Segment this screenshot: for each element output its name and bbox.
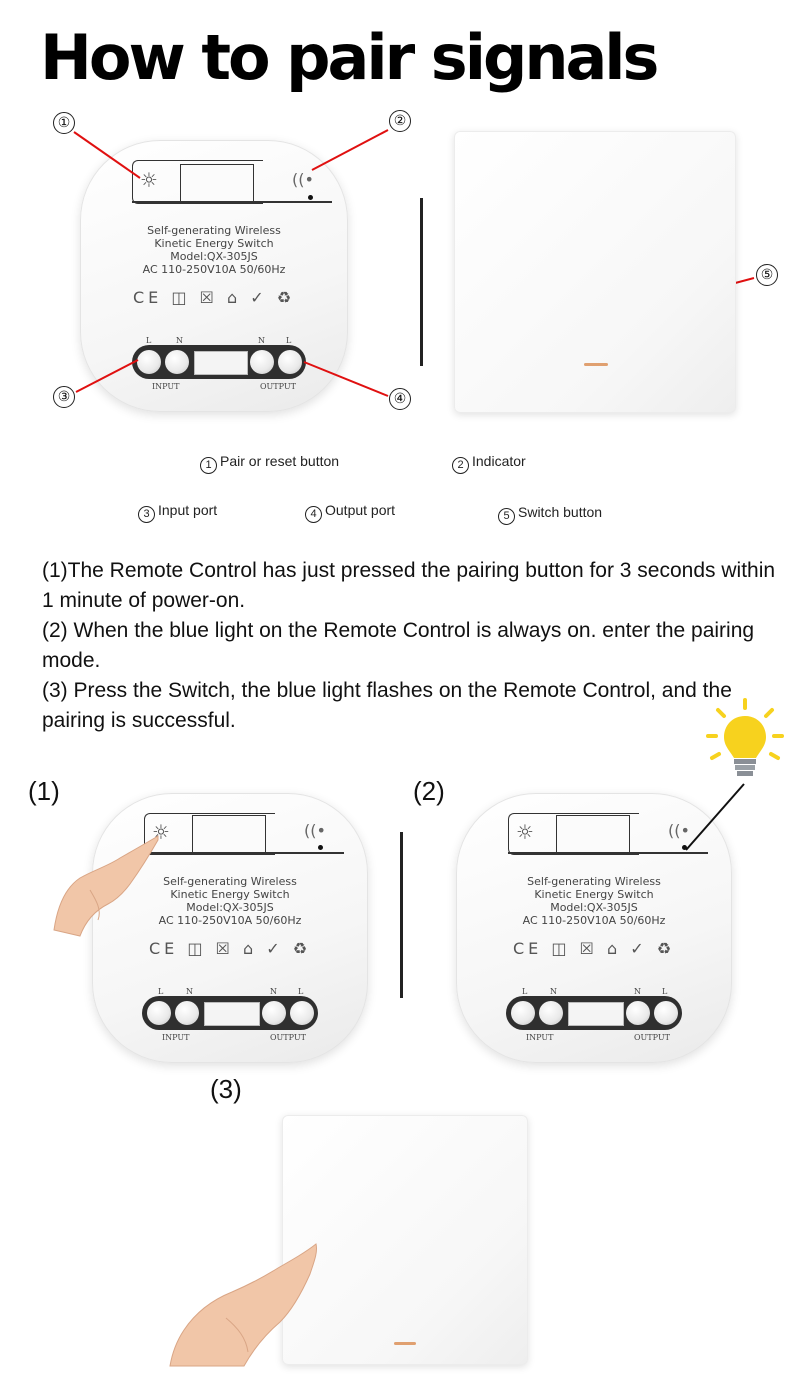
switch-led bbox=[584, 363, 608, 366]
screw-n-out bbox=[250, 350, 274, 374]
step-1-label: (1) bbox=[28, 776, 60, 806]
instruction-2: (2) When the blue light on the Remote Co… bbox=[42, 619, 755, 672]
indicator-dot bbox=[682, 845, 687, 850]
page-title: How to pair signals bbox=[40, 21, 659, 94]
indicator-dot bbox=[318, 845, 323, 850]
callout-2: ② bbox=[389, 110, 411, 132]
terminal-n-out-label: N bbox=[258, 336, 265, 345]
hand-icon bbox=[53, 835, 159, 937]
wifi-icon: ((• bbox=[304, 821, 326, 840]
device-line-3: Model:QX-305JS bbox=[170, 250, 258, 263]
terminal-block bbox=[132, 345, 306, 379]
lightbulb-icon bbox=[706, 698, 784, 776]
wifi-icon: ((• bbox=[292, 170, 314, 189]
screw-n-in bbox=[165, 350, 189, 374]
input-label: INPUT bbox=[152, 382, 180, 391]
step2-device: ☼ ((• Self-generating Wireless Kinetic E… bbox=[456, 793, 732, 1063]
step-2-label: (2) bbox=[413, 776, 445, 806]
terminal-block bbox=[506, 996, 682, 1030]
callout-5: ⑤ bbox=[756, 264, 778, 286]
wifi-icon: ((• bbox=[668, 821, 690, 840]
instruction-1: (1)The Remote Control has just pressed t… bbox=[42, 559, 776, 612]
screw-l-in bbox=[137, 350, 161, 374]
step-3-label: (3) bbox=[210, 1074, 242, 1104]
callout-1: ① bbox=[53, 112, 75, 134]
certification-icons: CE ◫ ☒ ⌂ ✓ ♻ bbox=[132, 288, 296, 307]
screw-l-out bbox=[278, 350, 302, 374]
terminal-n-label: N bbox=[176, 336, 183, 345]
pair-button-bracket bbox=[132, 160, 263, 204]
step1-device: ☼ ((• Self-generating Wireless Kinetic E… bbox=[92, 793, 368, 1063]
indicator-dot bbox=[308, 195, 313, 200]
instructions: (1)The Remote Control has just pressed t… bbox=[42, 556, 787, 736]
terminal-block bbox=[142, 996, 318, 1030]
divider-top bbox=[420, 198, 423, 366]
device-line-4: AC 110-250V10A 50/60Hz bbox=[142, 263, 286, 276]
device-line-2: Kinetic Energy Switch bbox=[154, 237, 274, 250]
terminal-l-out-label: L bbox=[286, 336, 292, 345]
switch-led bbox=[394, 1342, 416, 1345]
hand-icon bbox=[169, 1243, 317, 1367]
device-line-1: Self-generating Wireless bbox=[147, 224, 281, 237]
output-label: OUTPUT bbox=[260, 382, 296, 391]
callout-3: ③ bbox=[53, 386, 75, 408]
divider-middle bbox=[400, 832, 403, 998]
callout-4: ④ bbox=[389, 388, 411, 410]
pair-button-icon: ☼ bbox=[140, 168, 158, 192]
bulb-callout-line bbox=[685, 783, 745, 851]
label-window bbox=[180, 164, 254, 202]
pair-button-icon: ☼ bbox=[516, 820, 534, 844]
switch-panel[interactable] bbox=[454, 131, 736, 413]
terminal-l-label: L bbox=[146, 336, 152, 345]
instruction-3: (3) Press the Switch, the blue light fla… bbox=[42, 679, 732, 732]
step3-switch-panel[interactable] bbox=[282, 1115, 528, 1365]
